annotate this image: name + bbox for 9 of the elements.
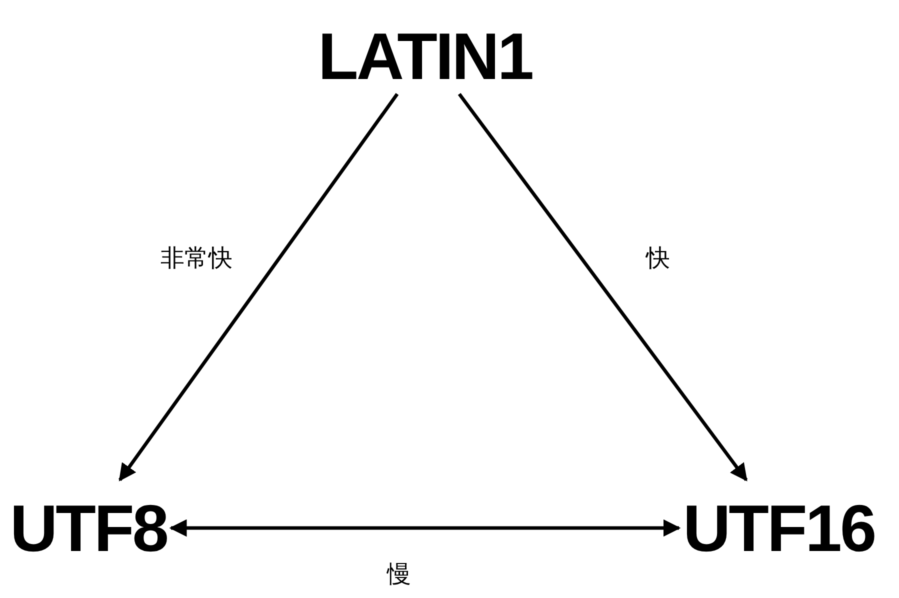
node-label: UTF16 bbox=[683, 500, 875, 556]
edge-label: 非常快 bbox=[158, 244, 235, 272]
edge-label: 慢 bbox=[385, 560, 413, 588]
node-label: UTF8 bbox=[10, 500, 167, 556]
arrow bbox=[169, 519, 681, 537]
node-label: LATIN1 bbox=[318, 28, 532, 84]
arrow bbox=[458, 92, 748, 482]
arrow bbox=[118, 92, 399, 482]
edge-label: 快 bbox=[644, 244, 672, 272]
